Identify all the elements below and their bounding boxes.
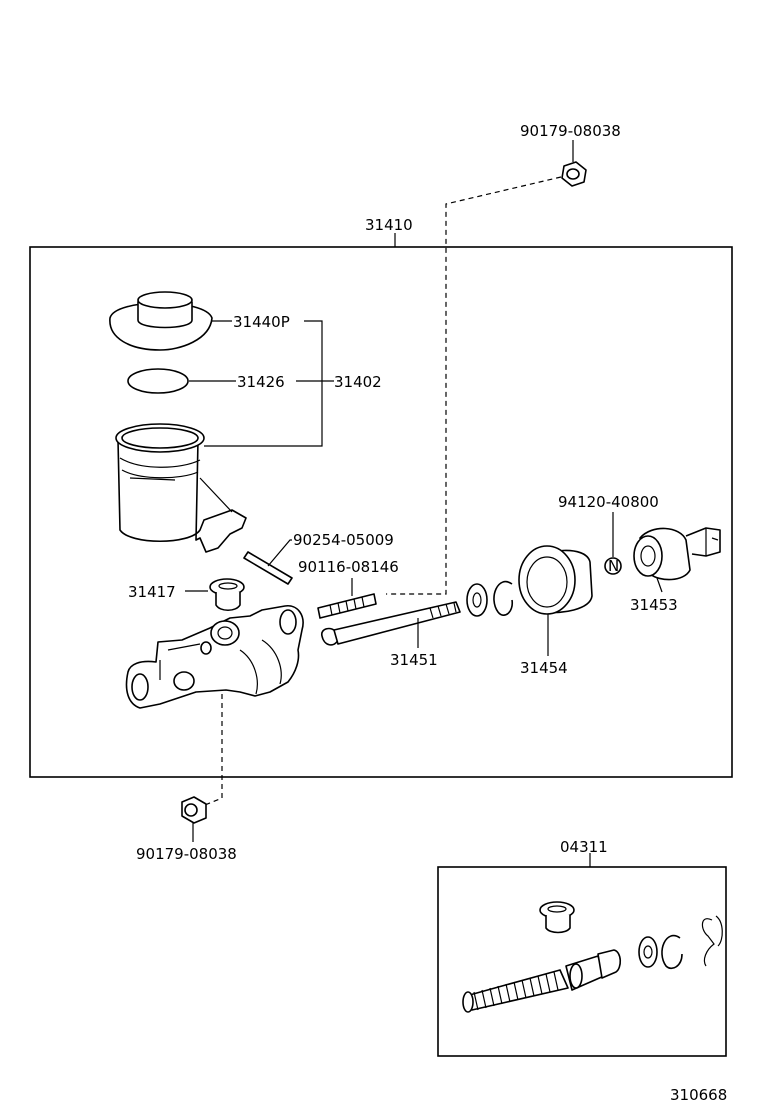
n-marker-text: N	[608, 557, 619, 575]
label-stud: 90116-08146	[298, 558, 399, 576]
washer	[466, 583, 488, 617]
bolt	[321, 601, 461, 646]
boot	[518, 545, 593, 615]
label-boot: 31454	[520, 659, 568, 677]
label-assembly: 31410	[365, 216, 413, 234]
kit-frame	[437, 866, 727, 1057]
stud	[317, 593, 377, 619]
label-reservoir-set: 31402	[334, 373, 382, 391]
label-nut-top: 90179-08038	[520, 122, 621, 140]
nut-bottom	[181, 796, 207, 824]
label-pin: 90254-05009	[293, 531, 394, 549]
master-cylinder	[125, 605, 304, 709]
reservoir-cap	[109, 291, 213, 351]
reservoir	[115, 423, 247, 553]
nut-top	[561, 161, 587, 187]
label-kit: 04311	[560, 838, 608, 856]
push-rod-clevis	[633, 527, 721, 581]
ref-code: 310668	[670, 1086, 727, 1104]
n-marker	[604, 557, 622, 575]
kit-plug	[539, 901, 575, 934]
label-clip-n: 94120-40800	[558, 493, 659, 511]
pin	[243, 551, 293, 585]
label-push-rod-clevis: 31453	[630, 596, 678, 614]
label-plug: 31417	[128, 583, 176, 601]
label-cap: 31440P	[233, 313, 290, 331]
label-bolt: 31451	[390, 651, 438, 669]
label-diaphragm: 31426	[237, 373, 285, 391]
snap-ring	[493, 580, 514, 616]
assembly-frame	[29, 246, 733, 778]
kit-washer	[638, 936, 658, 968]
kit-clip	[701, 915, 723, 967]
kit-piston-spring	[462, 949, 622, 1013]
plug	[209, 578, 245, 612]
kit-snap-ring	[661, 934, 683, 970]
diaphragm	[127, 368, 189, 394]
label-nut-bottom: 90179-08038	[136, 845, 237, 863]
